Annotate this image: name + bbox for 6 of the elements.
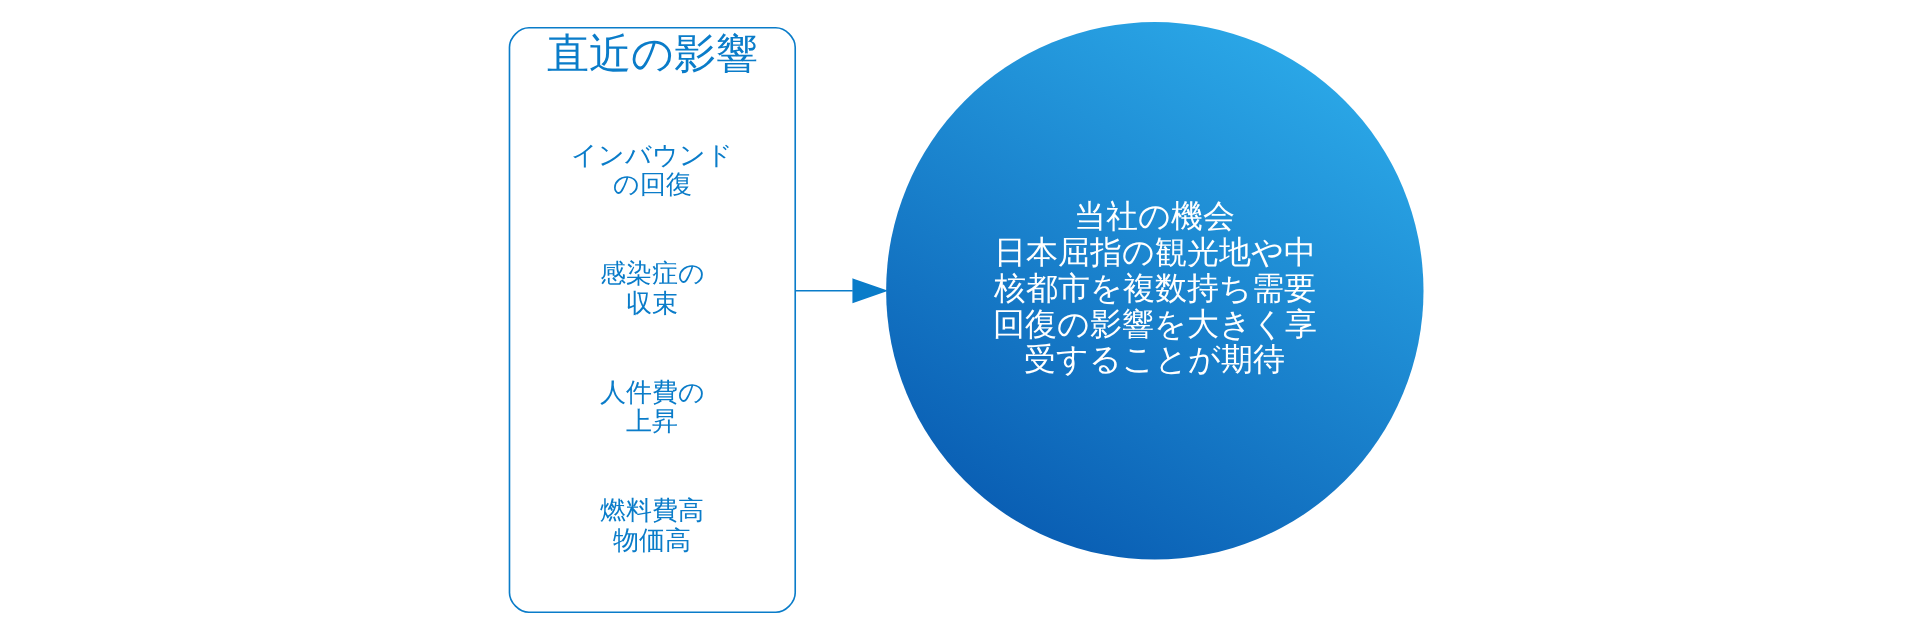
arrow	[794, 278, 889, 304]
node-text: 人件費の上昇	[599, 376, 705, 437]
node-circle: 当社の機会 日本屈指の観光地や中核都市を複数持ち需要回復の影響を大きく享受することが期待	[886, 22, 1424, 560]
node-text: インバウンドの回復	[571, 139, 734, 200]
node-text: 感染症の収束	[599, 258, 705, 318]
node-text: 燃料費高物価高	[600, 495, 705, 555]
